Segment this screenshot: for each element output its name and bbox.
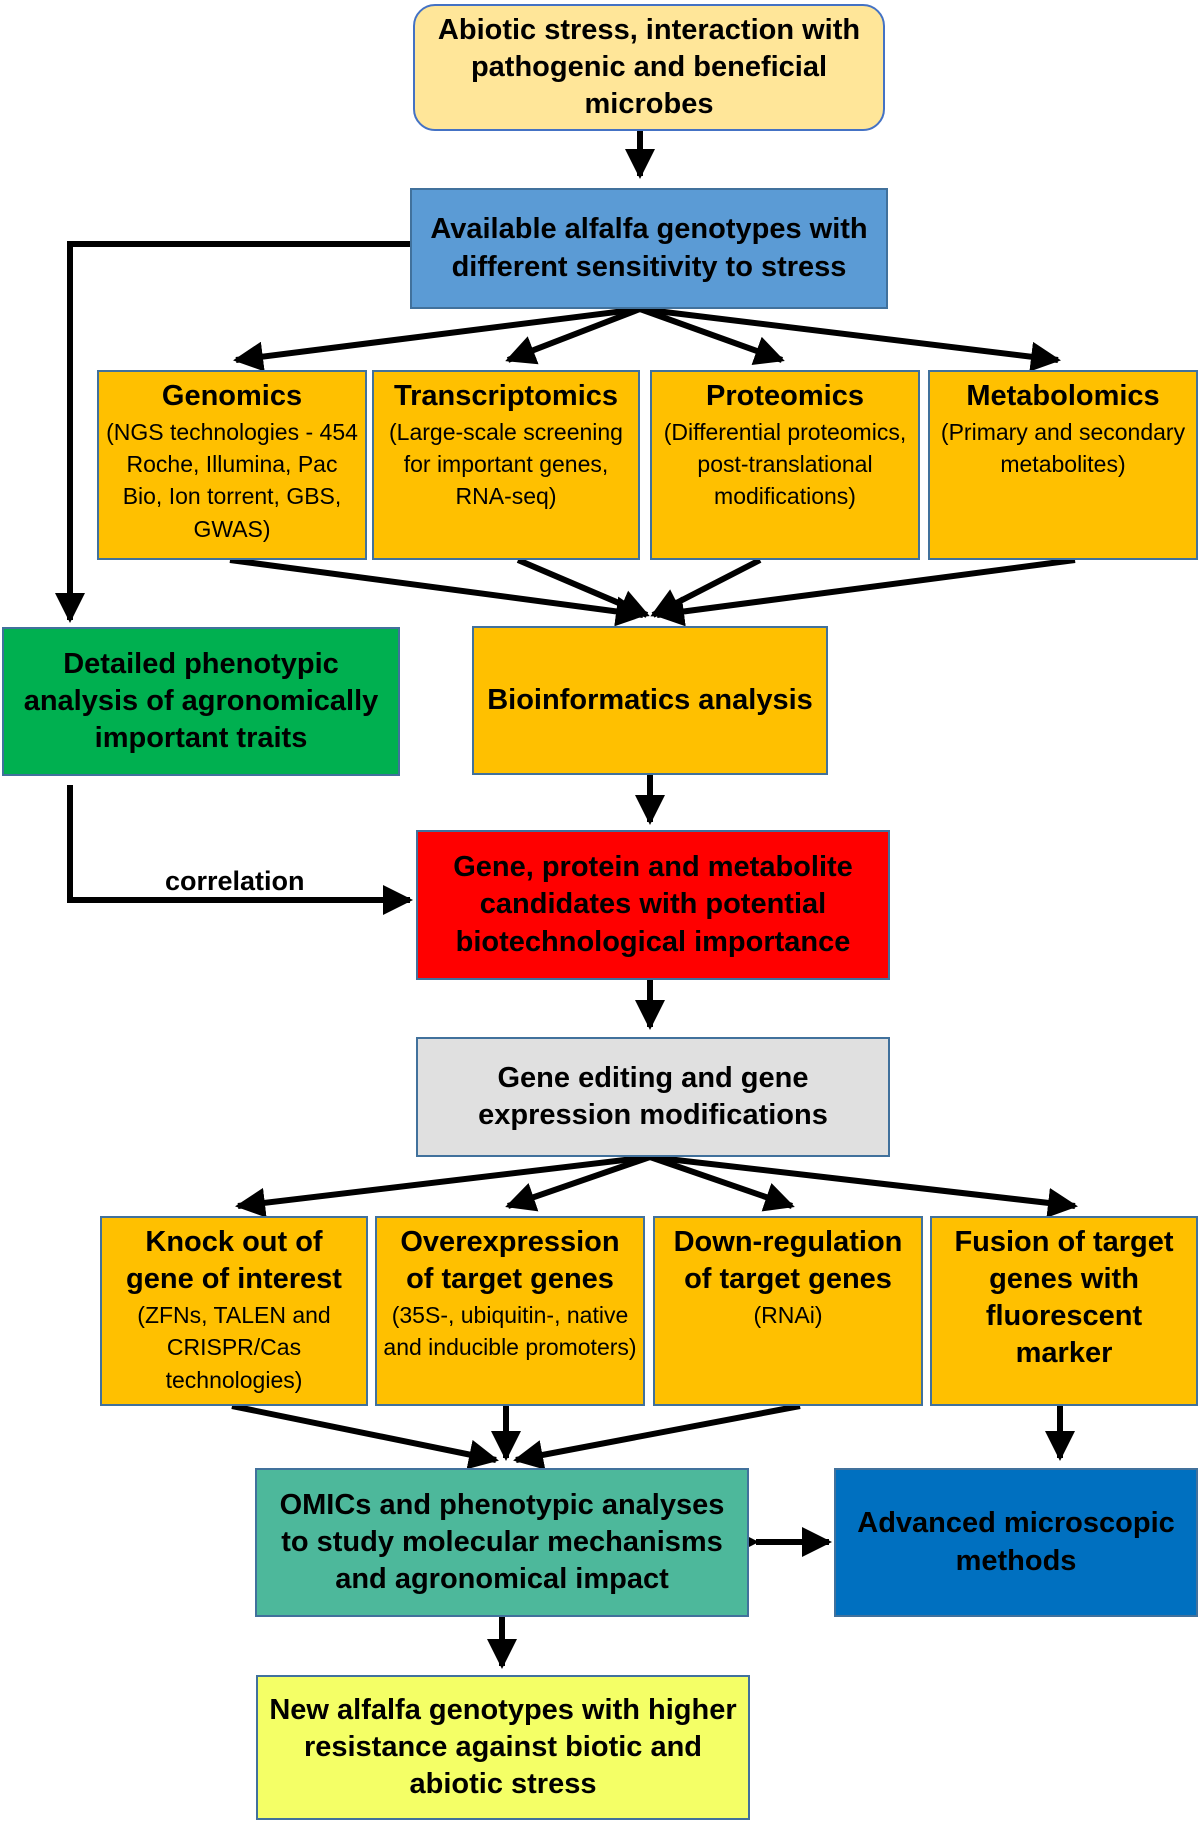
node-omics: OMICs and phenotypic analyses to study m…: [255, 1468, 749, 1617]
node-knockout: Knock out of gene of interest (ZFNs, TAL…: [100, 1216, 368, 1406]
arrow-editing-to-fusion: [649, 1154, 1078, 1218]
node-gene-editing: Gene editing and gene expression modific…: [416, 1037, 890, 1157]
node-genotypes: Available alfalfa genotypes with differe…: [410, 188, 888, 309]
node-proteomics-title: Proteomics: [706, 380, 864, 412]
node-transcriptomics-title: Transcriptomics: [393, 380, 619, 412]
node-candidates-text: Gene, protein and metabolite candidates …: [453, 851, 853, 958]
node-metabolomics-title: Metabolomics: [966, 380, 1160, 412]
arrow-correlation: [67, 785, 413, 915]
node-microscopic-text: Advanced microscopic methods: [857, 1507, 1175, 1577]
node-microscopic: Advanced microscopic methods: [834, 1468, 1198, 1617]
node-downregulation-title: Down-regulation of target genes: [673, 1226, 903, 1296]
node-proteomics: Proteomics (Differential proteomics, pos…: [650, 370, 920, 560]
arrow-editing-to-overexpression: [505, 1154, 651, 1212]
arrow-genomics-to-bioinformatics: [229, 557, 646, 627]
node-omics-text: OMICs and phenotypic analyses to study m…: [279, 1488, 725, 1596]
node-fusion: Fusion of target genes with fluorescent …: [930, 1216, 1198, 1406]
arrow-editing-to-downregulation: [649, 1154, 795, 1212]
arrow-genotypes-to-phenotypic: [55, 241, 410, 623]
arrow-metabolomics-to-bioinformatics: [654, 557, 1076, 627]
node-knockout-title: Knock out of gene of interest: [126, 1226, 342, 1296]
node-stress: Abiotic stress, interaction with pathoge…: [413, 4, 885, 131]
node-bioinformatics-text: Bioinformatics analysis: [487, 683, 813, 716]
arrow-transcriptomics-to-bioinformatics: [516, 557, 650, 619]
node-genotypes-text: Available alfalfa genotypes with differe…: [430, 213, 868, 283]
node-genomics: Genomics (NGS technologies - 454 Roche, …: [97, 370, 367, 560]
node-knockout-detail: (ZFNs, TALEN and CRISPR/Cas technologies…: [137, 1302, 331, 1393]
node-stress-text: Abiotic stress, interaction with pathoge…: [437, 13, 861, 121]
node-transcriptomics: Transcriptomics (Large-scale screening f…: [372, 370, 640, 560]
node-gene-editing-text: Gene editing and gene expression modific…: [478, 1061, 828, 1131]
node-phenotypic: Detailed phenotypic analysis of agronomi…: [2, 627, 400, 776]
node-phenotypic-text: Detailed phenotypic analysis of agronomi…: [23, 647, 379, 755]
arrow-downregulation-to-omics: [513, 1403, 801, 1470]
arrow-editing-to-knockout: [235, 1154, 651, 1218]
node-overexpression-title: Overexpression of target genes: [400, 1226, 620, 1296]
node-new-genotypes-text: New alfalfa genotypes with higher resist…: [269, 1693, 737, 1801]
correlation-label: correlation: [165, 866, 305, 896]
node-overexpression-detail: (35S-, ubiquitin-, native and inducible …: [383, 1302, 637, 1361]
arrow-genotypes-to-metabolomics: [639, 306, 1061, 372]
arrow-genotypes-to-transcriptomics: [505, 306, 642, 365]
node-transcriptomics-detail: (Large-scale screening for important gen…: [389, 419, 623, 510]
node-metabolomics-detail: (Primary and secondary metabolites): [940, 419, 1186, 478]
node-metabolomics: Metabolomics (Primary and secondary meta…: [928, 370, 1198, 560]
node-genomics-title: Genomics: [161, 380, 303, 412]
node-new-genotypes: New alfalfa genotypes with higher resist…: [256, 1675, 750, 1820]
node-proteomics-detail: (Differential proteomics, post-translati…: [663, 419, 907, 510]
node-downregulation-detail: (RNAi): [753, 1302, 823, 1329]
node-fusion-title: Fusion of target genes with fluorescent …: [954, 1226, 1174, 1370]
node-genomics-detail: (NGS technologies - 454 Roche, Illumina,…: [106, 419, 358, 542]
node-overexpression: Overexpression of target genes (35S-, ub…: [375, 1216, 645, 1406]
node-candidates: Gene, protein and metabolite candidates …: [416, 830, 890, 980]
node-bioinformatics: Bioinformatics analysis: [472, 626, 828, 775]
arrow-genotypes-to-proteomics: [638, 306, 785, 365]
node-downregulation: Down-regulation of target genes (RNAi): [653, 1216, 923, 1406]
arrow-knockout-to-omics: [231, 1403, 499, 1470]
arrow-genotypes-to-genomics: [233, 306, 641, 372]
